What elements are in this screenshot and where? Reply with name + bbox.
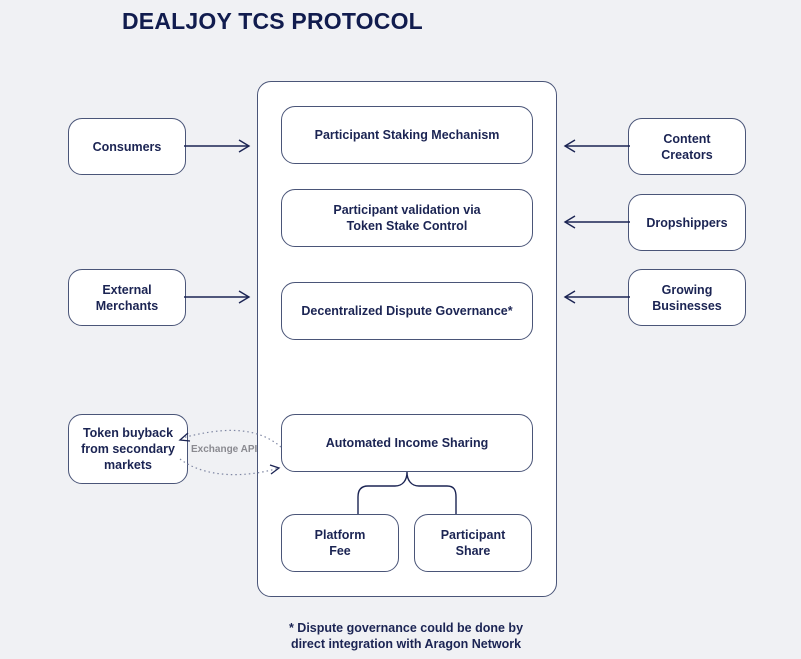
arrow-dropshippers-to-protocol xyxy=(563,215,630,229)
platform-fee-label-1: Platform xyxy=(314,528,366,542)
platform-fee-label-2: Fee xyxy=(329,544,351,558)
participant-share-label-2: Share xyxy=(455,544,491,558)
content-creators-label-1: Content xyxy=(663,131,711,146)
staking-mechanism-box: Participant Staking Mechanism xyxy=(281,106,533,164)
exchange-api-label: Exchange API xyxy=(191,444,258,455)
dropshippers-label: Dropshippers xyxy=(646,215,728,230)
token-buyback-label-1: Token buyback xyxy=(82,426,174,440)
token-buyback-box: Token buyback from secondary markets xyxy=(68,414,188,484)
content-creators-label-2: Creators xyxy=(661,147,713,162)
external-merchants-label-2: Merchants xyxy=(95,298,159,313)
arrow-merchants-to-protocol xyxy=(184,290,251,304)
income-sharing-box: Automated Income Sharing xyxy=(281,414,533,472)
participant-validation-label-1: Participant validation via xyxy=(333,203,481,217)
footnote-line-2: direct integration with Aragon Network xyxy=(290,637,522,651)
growing-businesses-label-1: Growing xyxy=(661,282,713,297)
income-sharing-label: Automated Income Sharing xyxy=(325,436,489,450)
token-buyback-label-3: markets xyxy=(104,458,152,472)
dispute-governance-label: Decentralized Dispute Governance* xyxy=(301,304,513,318)
diagram-title: DEALJOY TCS PROTOCOL xyxy=(122,8,423,34)
arrow-consumers-to-protocol xyxy=(184,139,251,153)
content-creators-box: Content Creators xyxy=(628,118,746,175)
platform-fee-box: Platform Fee xyxy=(281,514,399,572)
arrow-creators-to-protocol xyxy=(563,139,630,153)
external-merchants-box: External Merchants xyxy=(68,269,186,326)
consumers-label: Consumers xyxy=(92,139,162,154)
dropshippers-box: Dropshippers xyxy=(628,194,746,251)
arrow-businesses-to-protocol xyxy=(563,290,630,304)
token-buyback-label-2: from secondary xyxy=(81,442,175,456)
consumers-box: Consumers xyxy=(68,118,186,175)
footnote-line-1: * Dispute governance could be done by xyxy=(288,621,524,635)
participant-share-label-1: Participant xyxy=(440,528,506,542)
participant-validation-box: Participant validation via Token Stake C… xyxy=(281,189,533,247)
external-merchants-label-1: External xyxy=(102,282,152,297)
growing-businesses-label-2: Businesses xyxy=(652,298,722,313)
staking-mechanism-label: Participant Staking Mechanism xyxy=(314,128,500,142)
dispute-governance-box: Decentralized Dispute Governance* xyxy=(281,282,533,340)
growing-businesses-box: Growing Businesses xyxy=(628,269,746,326)
participant-share-box: Participant Share xyxy=(414,514,532,572)
participant-validation-label-2: Token Stake Control xyxy=(346,219,468,233)
footnote: * Dispute governance could be done by di… xyxy=(250,620,562,652)
